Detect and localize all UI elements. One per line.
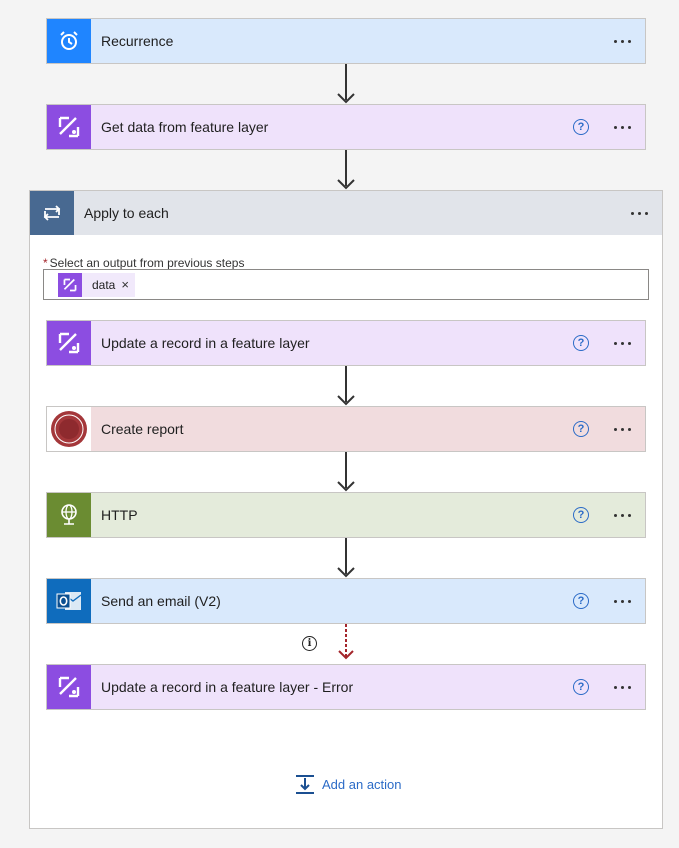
globe-icon [47, 493, 91, 537]
arcgis-icon [47, 665, 91, 709]
help-icon[interactable]: ? [573, 335, 589, 351]
arcgis-icon [47, 105, 91, 149]
more-options-button[interactable] [607, 125, 637, 129]
info-icon[interactable]: i [302, 636, 317, 651]
add-action-icon [296, 775, 314, 794]
update-record-error-card[interactable]: Update a record in a feature layer - Err… [46, 664, 646, 710]
alarm-clock-icon [47, 19, 91, 63]
connector-arrow [336, 538, 356, 578]
more-options-button[interactable] [607, 685, 637, 689]
send-email-card[interactable]: Send an email (V2) ? [46, 578, 646, 624]
more-options-button[interactable] [607, 39, 637, 43]
card-title: Recurrence [101, 33, 174, 49]
help-icon[interactable]: ? [573, 119, 589, 135]
help-icon[interactable]: ? [573, 507, 589, 523]
outlook-icon [47, 579, 91, 623]
arcgis-icon [58, 272, 82, 297]
remove-token-button[interactable]: × [121, 277, 129, 292]
token-label: data [92, 277, 116, 292]
card-title: Update a record in a feature layer - Err… [101, 679, 354, 695]
help-icon[interactable]: ? [573, 421, 589, 437]
connector-arrow [336, 366, 356, 406]
apply-to-each-header[interactable]: Apply to each [30, 191, 662, 235]
help-icon[interactable]: ? [573, 679, 589, 695]
loop-icon [30, 191, 74, 235]
more-options-button[interactable] [624, 211, 654, 215]
card-title: Create report [101, 421, 184, 437]
more-options-button[interactable] [607, 341, 637, 345]
help-icon[interactable]: ? [573, 593, 589, 609]
connector-arrow [336, 150, 356, 190]
more-options-button[interactable] [607, 513, 637, 517]
arcgis-icon [47, 321, 91, 365]
select-output-field[interactable]: data × [43, 269, 649, 300]
add-action-button[interactable]: Add an action [294, 773, 402, 795]
connector-arrow [336, 64, 356, 104]
card-title: Update a record in a feature layer [101, 335, 310, 351]
more-options-button[interactable] [607, 599, 637, 603]
data-token[interactable]: data × [58, 272, 135, 297]
http-card[interactable]: HTTP ? [46, 492, 646, 538]
connector-arrow [336, 452, 356, 492]
card-title: HTTP [101, 507, 138, 523]
add-action-label: Add an action [322, 776, 402, 792]
run-after-error-arrow [336, 624, 356, 664]
get-data-card[interactable]: Get data from feature layer ? [46, 104, 646, 150]
more-options-button[interactable] [607, 427, 637, 431]
card-title: Send an email (V2) [101, 593, 221, 609]
container-title: Apply to each [84, 205, 169, 221]
create-report-card[interactable]: Create report ? [46, 406, 646, 452]
report-icon [47, 407, 91, 451]
select-output-label: *Select an output from previous steps [43, 256, 245, 270]
update-record-card[interactable]: Update a record in a feature layer ? [46, 320, 646, 366]
recurrence-card[interactable]: Recurrence [46, 18, 646, 64]
card-title: Get data from feature layer [101, 119, 269, 135]
